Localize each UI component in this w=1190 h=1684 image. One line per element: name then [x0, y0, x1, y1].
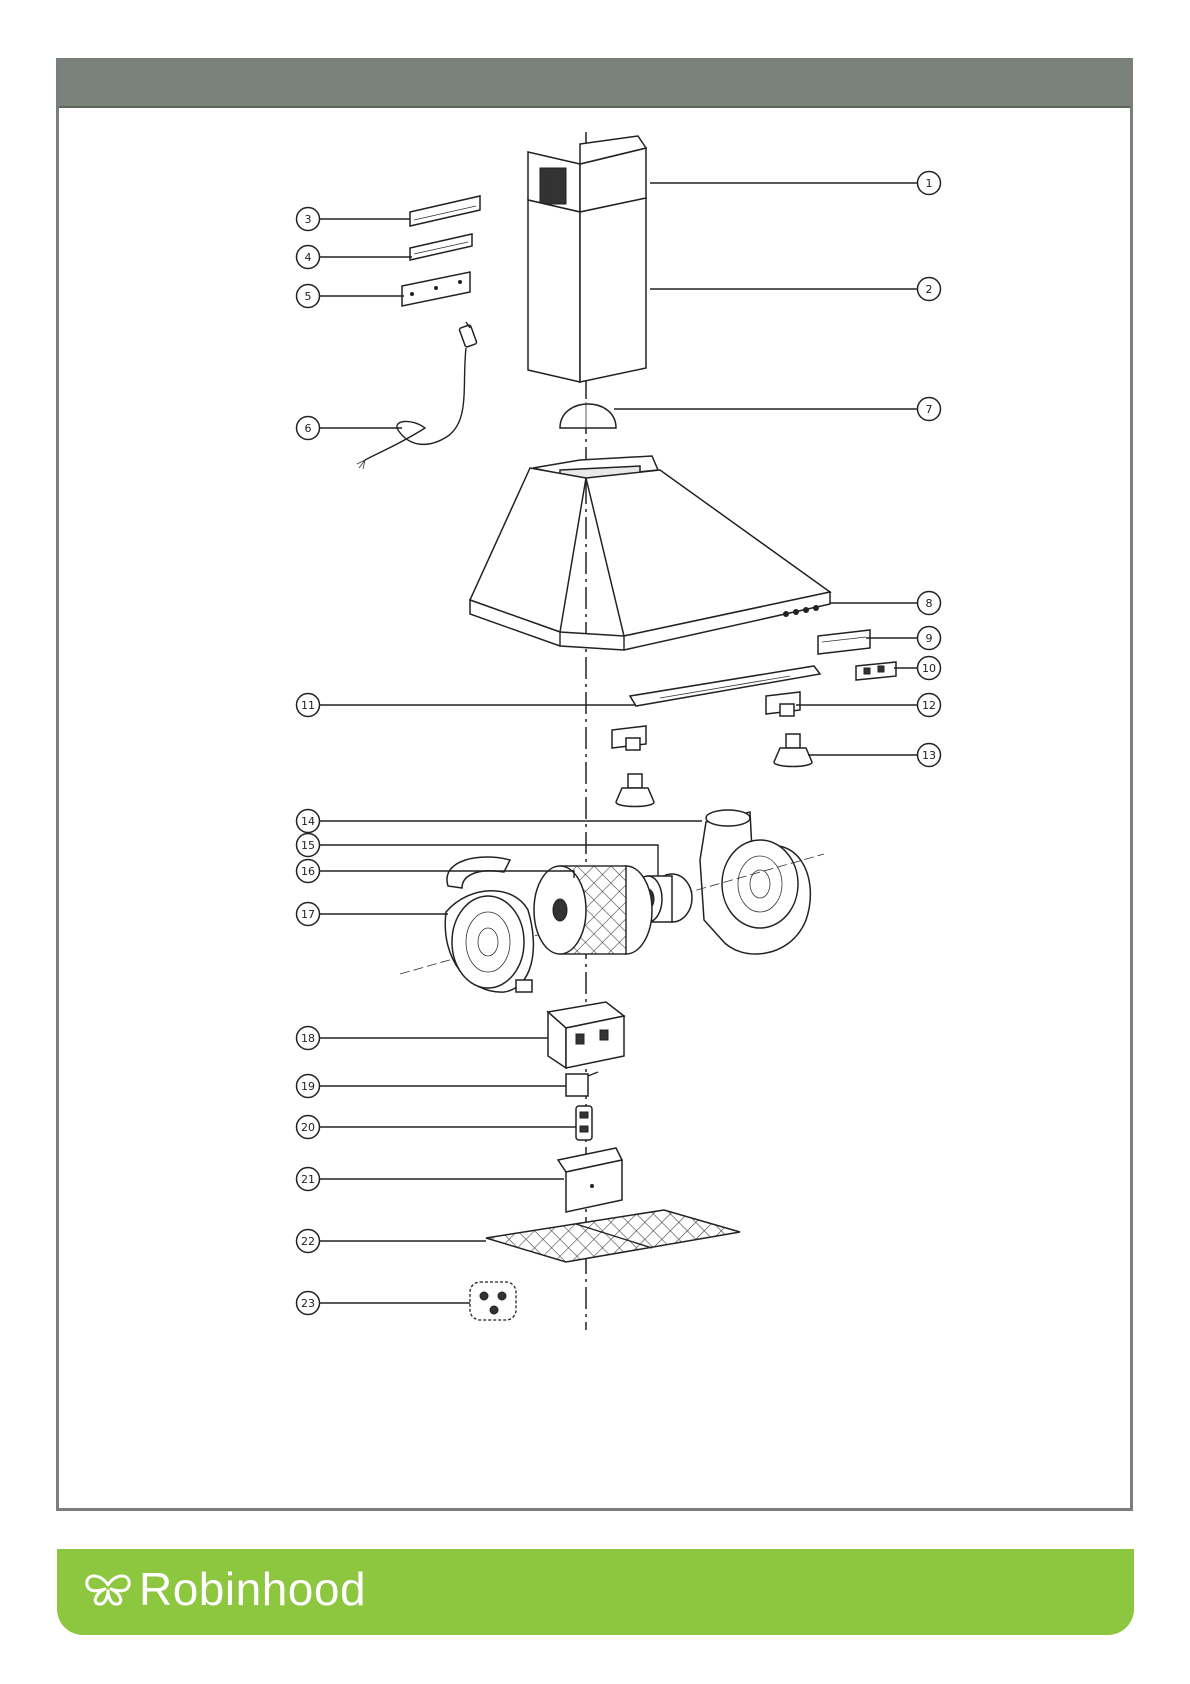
- part-callout-11: 11: [297, 694, 320, 717]
- lamp-holder-left: [612, 726, 646, 750]
- part-callout-10: 10: [918, 657, 941, 680]
- svg-text:20: 20: [301, 1121, 315, 1134]
- svg-text:22: 22: [301, 1235, 315, 1248]
- part-callout-9: 9: [918, 627, 941, 650]
- bracket-3: [410, 196, 480, 226]
- svg-text:15: 15: [301, 839, 315, 852]
- part-callout-7: 7: [918, 398, 941, 421]
- bulb-left: [616, 774, 654, 807]
- part-callout-5: 5: [297, 285, 320, 308]
- speed-switch: [576, 1106, 592, 1140]
- bracket-5: [402, 272, 470, 306]
- svg-text:5: 5: [305, 290, 312, 303]
- svg-text:6: 6: [305, 422, 312, 435]
- part-callout-4: 4: [297, 246, 320, 269]
- part-callout-17: 17: [297, 903, 320, 926]
- part-callout-18: 18: [297, 1027, 320, 1050]
- svg-text:11: 11: [301, 699, 315, 712]
- blower-housing-left: [445, 857, 533, 992]
- svg-text:17: 17: [301, 908, 315, 921]
- part-callout-8: 8: [918, 592, 941, 615]
- svg-text:4: 4: [305, 251, 312, 264]
- capacitor: [566, 1072, 598, 1096]
- part-callout-19: 19: [297, 1075, 320, 1098]
- part-callout-20: 20: [297, 1116, 320, 1139]
- svg-text:1: 1: [926, 177, 933, 190]
- junction-box: [548, 1002, 624, 1068]
- part-callout-12: 12: [918, 694, 941, 717]
- svg-text:2: 2: [926, 283, 933, 296]
- svg-text:14: 14: [301, 815, 315, 828]
- hood-body: [470, 456, 830, 650]
- svg-text:9: 9: [926, 632, 933, 645]
- control-panel: [818, 630, 870, 654]
- bracket-4: [410, 234, 472, 260]
- svg-text:3: 3: [305, 213, 312, 226]
- power-cord: [357, 322, 477, 469]
- lamp-holder-right: [766, 692, 800, 716]
- butterfly-logo-icon: [83, 1571, 133, 1607]
- screw-pack: [470, 1282, 516, 1320]
- switch-board: [856, 662, 896, 680]
- blower-housing-right: [700, 810, 810, 954]
- chimney-lower: [528, 198, 646, 382]
- svg-text:21: 21: [301, 1173, 315, 1186]
- part-callout-2: 2: [918, 278, 941, 301]
- svg-text:23: 23: [301, 1297, 315, 1310]
- impeller: [534, 866, 652, 954]
- svg-text:18: 18: [301, 1032, 315, 1045]
- svg-text:13: 13: [922, 749, 936, 762]
- chimney-upper: [528, 136, 646, 212]
- part-callout-22: 22: [297, 1230, 320, 1253]
- damper: [560, 402, 616, 428]
- brand-name: Robinhood: [139, 1559, 366, 1619]
- part-callout-6: 6: [297, 417, 320, 440]
- part-callout-1: 1: [918, 172, 941, 195]
- brand-footer: Robinhood: [57, 1549, 1134, 1635]
- part-callout-21: 21: [297, 1168, 320, 1191]
- exploded-parts-diagram: 1 2 3 4 5 6 7 8 9 10 11 12 13 14 15 16 1…: [0, 0, 1190, 1540]
- cover-plate: [558, 1148, 622, 1212]
- svg-text:12: 12: [922, 699, 936, 712]
- part-callout-16: 16: [297, 860, 320, 883]
- bulb-right: [774, 734, 812, 767]
- grease-filter: [486, 1210, 740, 1262]
- svg-text:10: 10: [922, 662, 936, 675]
- part-callout-15: 15: [297, 834, 320, 857]
- part-callout-3: 3: [297, 208, 320, 231]
- svg-text:16: 16: [301, 865, 315, 878]
- part-callout-23: 23: [297, 1292, 320, 1315]
- part-callout-13: 13: [918, 744, 941, 767]
- part-callout-14: 14: [297, 810, 320, 833]
- svg-text:7: 7: [926, 403, 933, 416]
- svg-text:8: 8: [926, 597, 933, 610]
- svg-text:19: 19: [301, 1080, 315, 1093]
